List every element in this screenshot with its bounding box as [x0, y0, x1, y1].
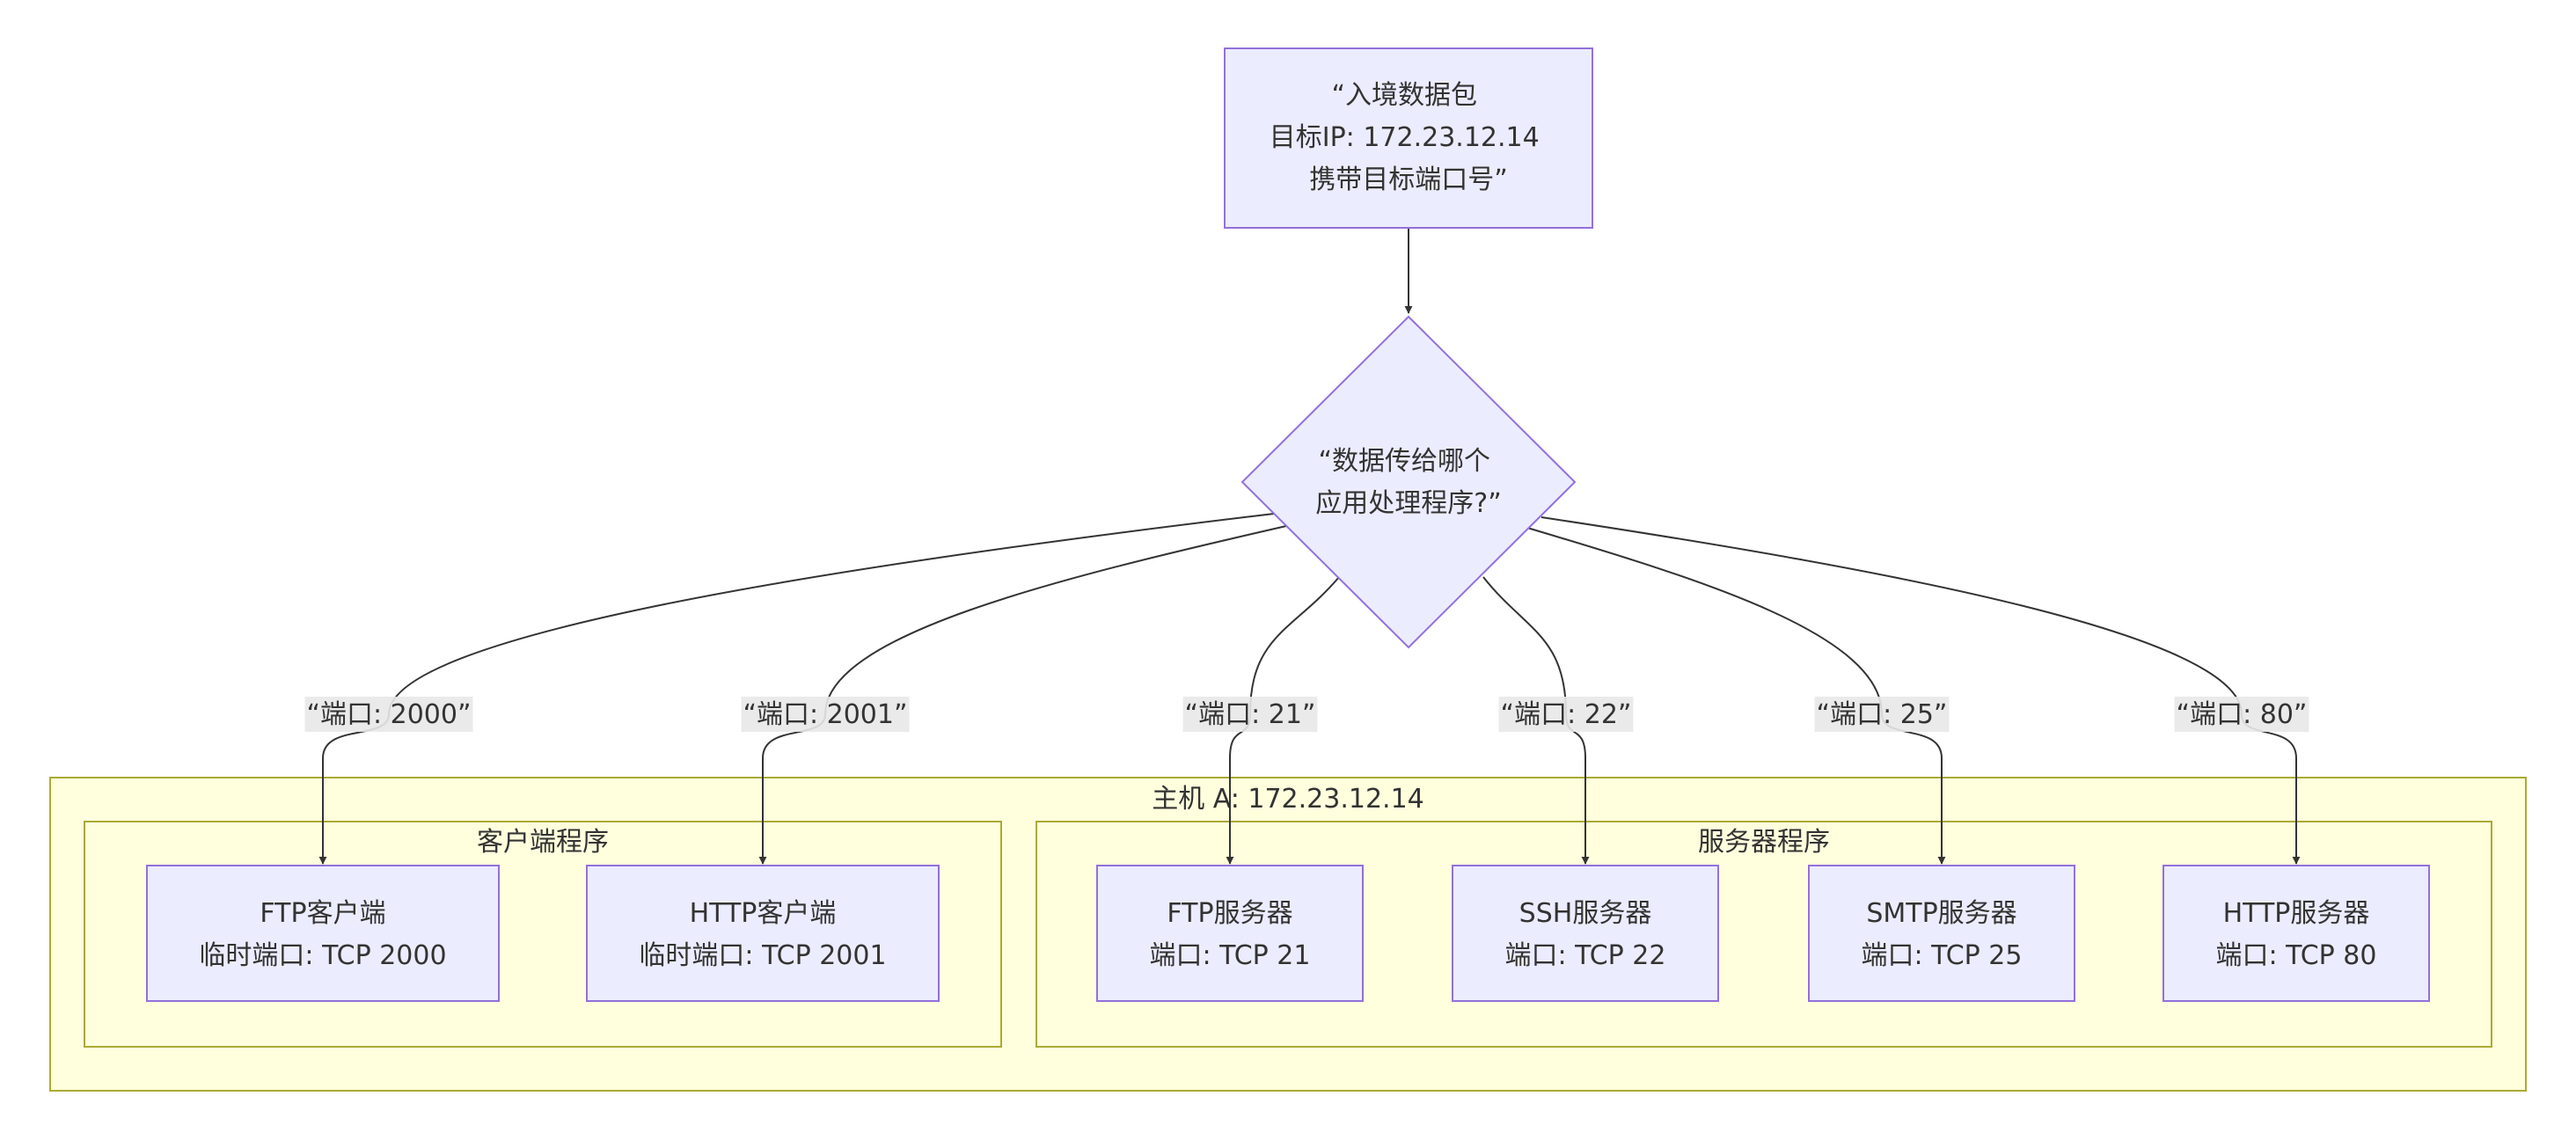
- edge-labels: “端口: 2000” “端口: 2001” “端口: 21” “端口: 22” “端口:…: [304, 697, 2309, 732]
- node-line-1: HTTP客户端: [690, 898, 837, 929]
- start-line-1: “入境数据包: [1331, 80, 1477, 111]
- node-box: [1096, 865, 1364, 1002]
- decision-diamond: [1240, 315, 1577, 649]
- server-group-title: 服务器程序: [1698, 827, 1830, 858]
- start-node: “入境数据包 目标IP: 172.23.12.14 携带目标端口号”: [1224, 48, 1593, 229]
- edge-label-ftp-server: “端口: 21”: [1182, 697, 1318, 732]
- node-box: [146, 865, 500, 1002]
- edge-to-ftp-client: [318, 513, 1275, 865]
- edge-label-http-client: “端口: 2001”: [741, 697, 910, 732]
- node-ssh-server: SSH服务器端口: TCP 22: [1452, 865, 1719, 1002]
- node-box: [586, 865, 940, 1002]
- node-line-2: 端口: TCP 22: [1505, 940, 1666, 971]
- client-group-title: 客户端程序: [477, 827, 609, 858]
- decision-line-2: 应用处理程序?”: [1315, 488, 1501, 519]
- edges: [318, 229, 2301, 865]
- node-text: SSH服务器端口: TCP 22: [1505, 898, 1666, 971]
- node-smtp-server: SMTP服务器端口: TCP 25: [1808, 865, 2075, 1002]
- host-cluster-title: 主机 A: 172.23.12.14: [1152, 784, 1424, 815]
- edge-label-ftp-client: “端口: 2000”: [304, 697, 473, 732]
- node-line-1: SMTP服务器: [1866, 898, 2016, 929]
- edge-label-ssh-server: “端口: 22”: [1498, 697, 1634, 732]
- decision-line-1: “数据传给哪个: [1318, 446, 1490, 477]
- edge-to-smtp-server: [1526, 527, 1946, 865]
- node-line-1: HTTP服务器: [2223, 898, 2370, 929]
- start-line-3: 携带目标端口号”: [1309, 164, 1508, 195]
- target-nodes: FTP客户端临时端口: TCP 2000 HTTP客户端临时端口: TCP 200…: [146, 865, 2430, 1002]
- node-line-1: SSH服务器: [1519, 898, 1652, 929]
- node-text: FTP服务器端口: TCP 21: [1150, 898, 1311, 971]
- edge-label-background: [304, 697, 473, 732]
- edge-label-background: [1182, 697, 1318, 732]
- node-ftp-client: FTP客户端临时端口: TCP 2000: [146, 865, 500, 1002]
- decision-node: “数据传给哪个 应用处理程序?”: [1240, 315, 1577, 649]
- edge-label-background: [2174, 697, 2309, 732]
- node-ftp-server: FTP服务器端口: TCP 21: [1096, 865, 1364, 1002]
- node-text: HTTP客户端临时端口: TCP 2001: [639, 898, 886, 971]
- node-line-2: 端口: TCP 80: [2216, 940, 2377, 971]
- node-box: [2163, 865, 2430, 1002]
- edge-label-text: “端口: 2000”: [306, 699, 471, 730]
- edge-label-http-server: “端口: 80”: [2174, 697, 2309, 732]
- node-http-client: HTTP客户端临时端口: TCP 2001: [586, 865, 940, 1002]
- node-http-server: HTTP服务器端口: TCP 80: [2163, 865, 2430, 1002]
- edge-label-background: [1814, 697, 1950, 732]
- edge-label-background: [741, 697, 910, 732]
- node-text: HTTP服务器端口: TCP 80: [2216, 898, 2377, 971]
- node-box: [1452, 865, 1719, 1002]
- node-line-2: 端口: TCP 21: [1150, 940, 1311, 971]
- node-box: [1808, 865, 2075, 1002]
- start-node-box: [1224, 48, 1593, 229]
- edge-to-http-server: [1540, 516, 2301, 865]
- edge-label-text: “端口: 21”: [1185, 699, 1316, 730]
- edge-label-text: “端口: 80”: [2177, 699, 2308, 730]
- node-line-2: 端口: TCP 25: [1862, 940, 2023, 971]
- decision-node-text: “数据传给哪个 应用处理程序?”: [1315, 446, 1501, 519]
- edge-label-text: “端口: 25”: [1817, 699, 1948, 730]
- node-line-1: FTP服务器: [1167, 898, 1292, 929]
- node-text: FTP客户端临时端口: TCP 2000: [199, 898, 446, 971]
- edge-label-smtp-server: “端口: 25”: [1814, 697, 1950, 732]
- node-text: SMTP服务器端口: TCP 25: [1862, 898, 2023, 971]
- node-line-2: 临时端口: TCP 2000: [199, 940, 446, 971]
- start-node-text: “入境数据包 目标IP: 172.23.12.14 携带目标端口号”: [1270, 80, 1548, 195]
- edge-label-text: “端口: 2001”: [743, 699, 907, 730]
- edge-label-text: “端口: 22”: [1501, 699, 1632, 730]
- edge-to-http-client: [758, 525, 1287, 865]
- node-line-2: 临时端口: TCP 2001: [639, 940, 886, 971]
- edge-label-background: [1498, 697, 1634, 732]
- start-line-2: 目标IP: 172.23.12.14: [1270, 122, 1540, 153]
- node-line-1: FTP客户端: [260, 898, 385, 929]
